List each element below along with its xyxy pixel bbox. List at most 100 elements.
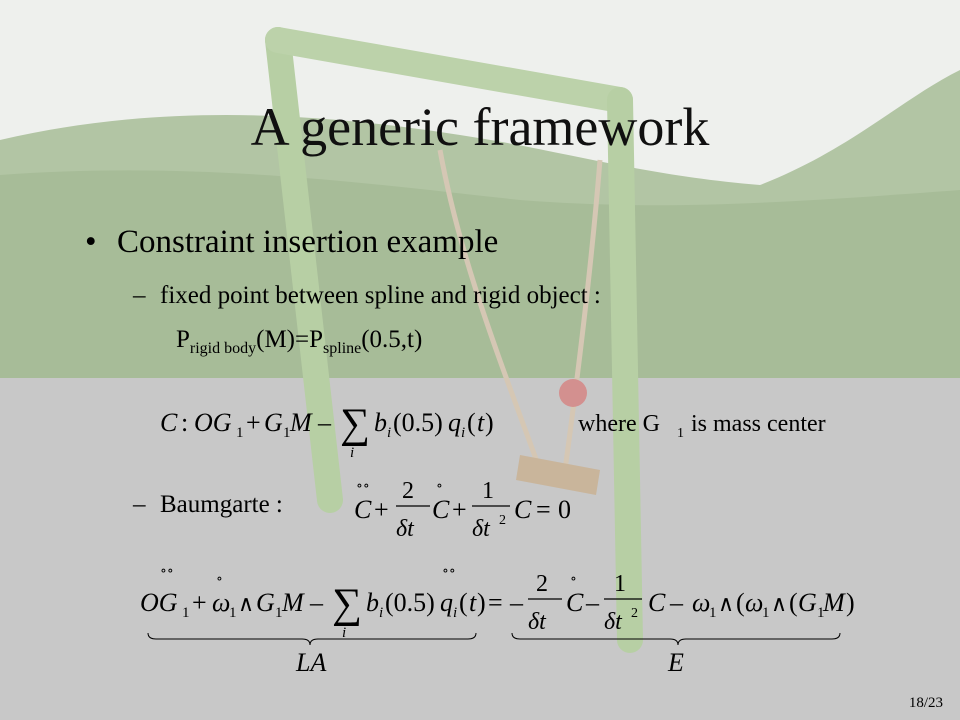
bullet-item: • Constraint insertion example (85, 220, 498, 264)
svg-text:(: ( (736, 588, 745, 617)
svg-text:=: = (488, 588, 503, 617)
svg-text:M: M (289, 408, 313, 437)
svg-text:∧: ∧ (771, 591, 787, 616)
svg-text:i: i (461, 425, 465, 441)
svg-text:i: i (350, 445, 354, 461)
svg-text:–: – (317, 408, 332, 437)
svg-text:G: G (798, 588, 817, 617)
where-end: is mass center (685, 411, 826, 437)
final-equation: ∘∘ OG 1 + ∘ ω 1 ∧ G 1 M – ∑ i b i (0.5) … (140, 564, 855, 677)
svg-text:(: ( (789, 588, 798, 617)
svg-text:ω: ω (212, 588, 230, 617)
svg-text:–: – (509, 588, 524, 617)
svg-text:–: – (585, 588, 600, 617)
svg-text:1: 1 (236, 425, 244, 441)
svg-text:C: C (160, 408, 178, 437)
svg-text:G: G (256, 588, 275, 617)
bullet-dot: • (85, 224, 97, 260)
svg-text:): ) (477, 588, 486, 617)
svg-text:): ) (485, 408, 494, 437)
svg-text:t: t (477, 408, 485, 437)
e-label: E (667, 648, 684, 677)
svg-text:δt: δt (472, 516, 491, 542)
svg-text:0: 0 (558, 495, 571, 524)
svg-text:b: b (374, 408, 387, 437)
svg-text:1: 1 (229, 605, 237, 621)
svg-text:t: t (469, 588, 477, 617)
svg-text:M: M (822, 588, 846, 617)
svg-text:∘∘: ∘∘ (356, 479, 370, 494)
svg-text:1: 1 (762, 605, 770, 621)
svg-text:(0.5): (0.5) (385, 588, 435, 617)
svg-text:i: i (379, 605, 383, 621)
baumgarte-label: Baumgarte : (160, 491, 283, 518)
svg-text:+: + (374, 495, 389, 524)
svg-text:∑: ∑ (340, 401, 370, 447)
svg-text:∑: ∑ (332, 581, 362, 627)
svg-text:+: + (246, 408, 261, 437)
page-number: 18/23 (908, 695, 943, 711)
svg-text:i: i (387, 425, 391, 441)
svg-text:i: i (453, 605, 457, 621)
formula-part: (M)=P (256, 326, 324, 353)
where-subscript: 1 (677, 426, 684, 441)
svg-text:1: 1 (614, 571, 626, 597)
svg-text:∧: ∧ (238, 591, 254, 616)
svg-text:ω: ω (745, 588, 763, 617)
dash-marker: – (133, 491, 146, 518)
svg-text:1: 1 (182, 605, 190, 621)
svg-text:(0.5): (0.5) (393, 408, 443, 437)
svg-text:1: 1 (275, 605, 283, 621)
svg-text:OG: OG (194, 408, 232, 437)
constraint-formula: Prigid body(M)=Pspline(0.5,t) (176, 323, 422, 366)
svg-text:q: q (448, 408, 461, 437)
svg-text:2: 2 (402, 478, 414, 504)
svg-text:C: C (648, 588, 666, 617)
la-label: LA (295, 648, 326, 677)
svg-text:–: – (309, 588, 324, 617)
svg-text:∧: ∧ (718, 591, 734, 616)
svg-text:2: 2 (536, 571, 548, 597)
svg-text:OG: OG (140, 588, 178, 617)
baumgarte-item: –Baumgarte : (133, 490, 283, 520)
svg-text:): ) (846, 588, 855, 617)
bullet-text: Constraint insertion example (117, 224, 499, 260)
baumgarte-equation: ∘∘ C + 2 δt ∘ C + 1 δt 2 C = 0 (354, 478, 571, 542)
formula-part: (0.5,t) (361, 326, 423, 353)
constraint-equation: C : OG 1 + G 1 M – ∑ i b i (0.5) q i ( t… (160, 401, 826, 461)
svg-text:1: 1 (283, 425, 291, 441)
svg-text:+: + (452, 495, 467, 524)
svg-text:i: i (342, 625, 346, 641)
svg-text:+: + (192, 588, 207, 617)
svg-text:C: C (514, 495, 532, 524)
svg-text:1: 1 (709, 605, 717, 621)
sub-bullet-text: fixed point between spline and rigid obj… (160, 282, 601, 309)
svg-text:C: C (432, 495, 450, 524)
svg-text:=: = (536, 495, 551, 524)
svg-text:∘: ∘ (436, 479, 443, 494)
svg-text::: : (181, 408, 188, 437)
slide-title: A generic framework (250, 97, 710, 157)
formula-part: P (176, 326, 190, 353)
svg-text:2: 2 (631, 606, 638, 621)
svg-text:(: ( (459, 588, 468, 617)
svg-text:δt: δt (528, 609, 547, 635)
svg-text:1: 1 (482, 478, 494, 504)
dash-marker: – (133, 282, 146, 309)
svg-text:G: G (264, 408, 283, 437)
formula-subscript: rigid body (189, 340, 257, 357)
svg-text:b: b (366, 588, 379, 617)
svg-text:C: C (354, 495, 372, 524)
svg-text:C: C (566, 588, 584, 617)
svg-text:δt: δt (396, 516, 415, 542)
svg-text:1: 1 (817, 605, 825, 621)
svg-text:∘: ∘ (570, 572, 577, 587)
formula-subscript: spline (323, 340, 362, 357)
svg-text:(: ( (467, 408, 476, 437)
svg-text:ω: ω (692, 588, 710, 617)
svg-text:∘: ∘ (216, 572, 223, 587)
svg-text:∘∘: ∘∘ (160, 564, 174, 579)
svg-text:2: 2 (499, 513, 506, 528)
svg-text:–: – (669, 588, 684, 617)
